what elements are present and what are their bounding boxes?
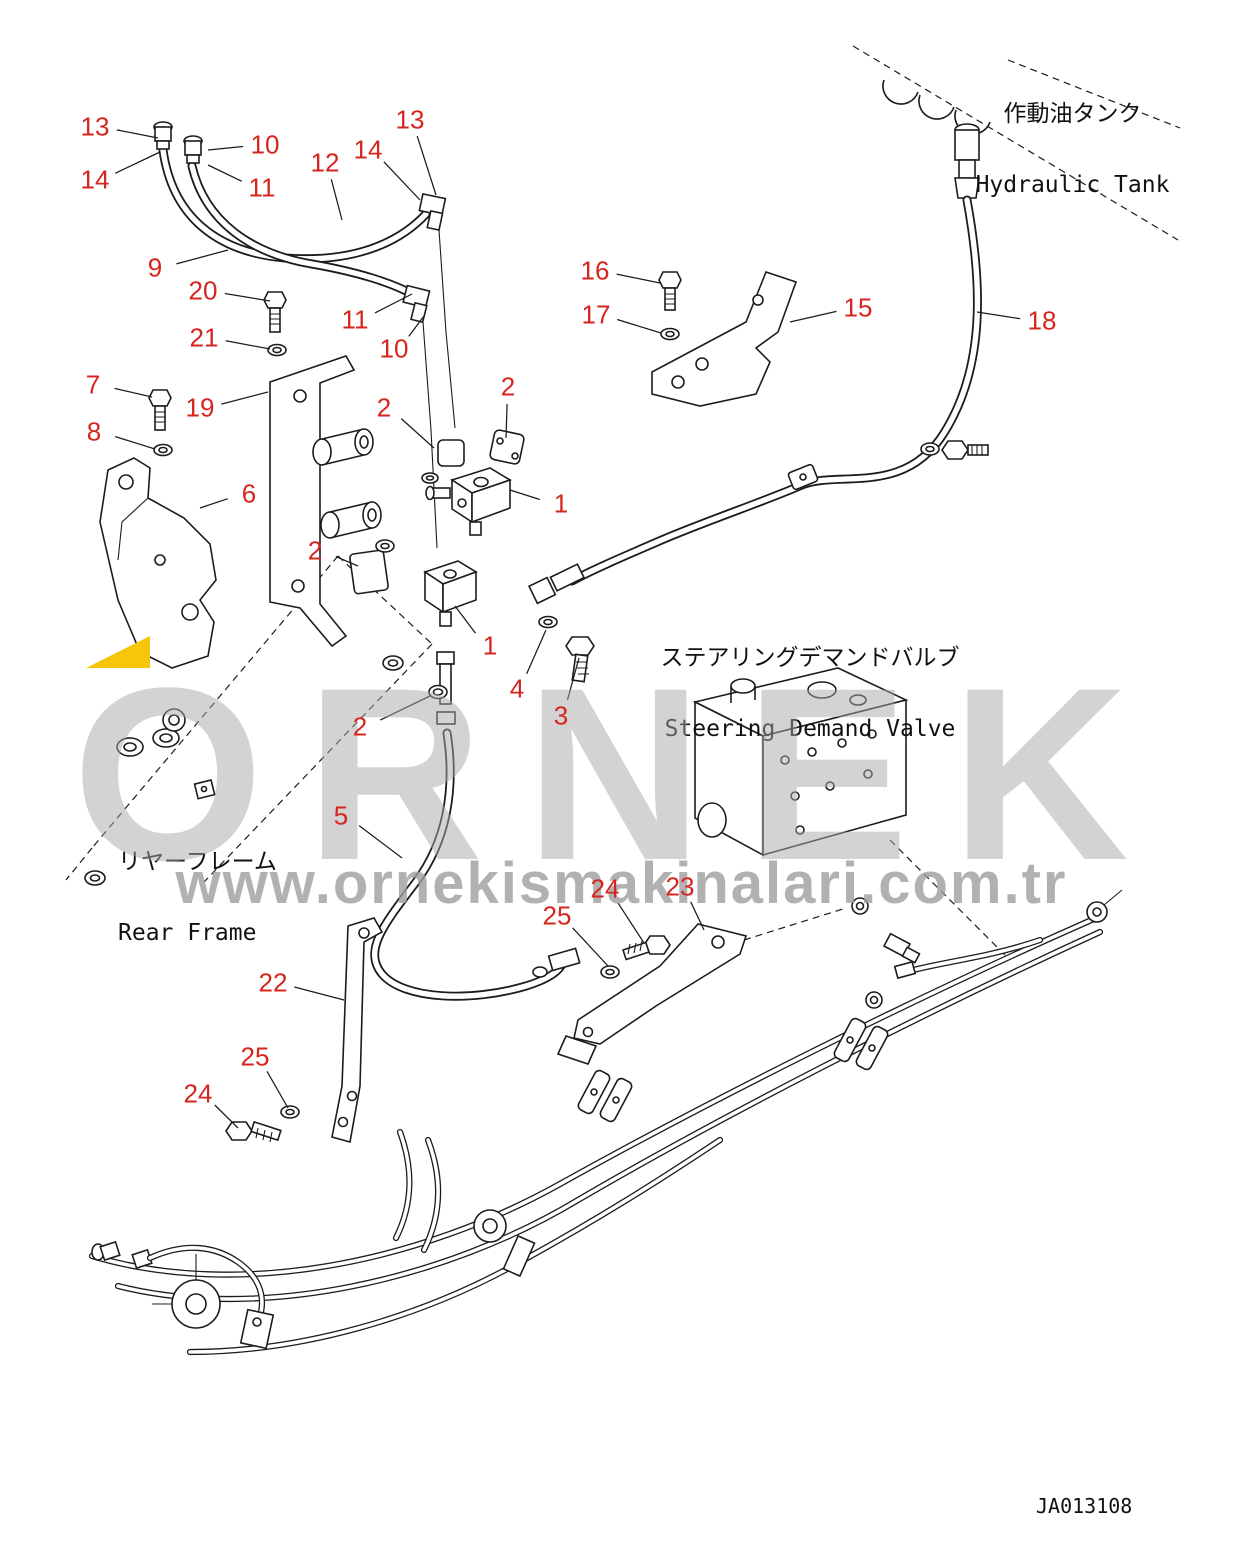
callout-25: 25 bbox=[240, 1041, 270, 1072]
gasket-2-middle bbox=[349, 539, 395, 595]
callout-2: 2 bbox=[500, 371, 516, 402]
washer-4 bbox=[538, 615, 558, 629]
steering-demand-valve-block bbox=[692, 667, 1006, 964]
callout-2: 2 bbox=[307, 535, 323, 566]
callout-5: 5 bbox=[333, 800, 349, 831]
clamp-bolt-washer bbox=[920, 440, 989, 460]
callout-21: 21 bbox=[189, 322, 219, 353]
hose-12 bbox=[187, 161, 417, 299]
washer-25-upper bbox=[600, 965, 620, 979]
callout-12: 12 bbox=[310, 147, 340, 178]
callout-14: 14 bbox=[80, 164, 110, 195]
callout-10: 10 bbox=[250, 129, 280, 160]
callout-25: 25 bbox=[542, 900, 572, 931]
callout-19: 19 bbox=[185, 392, 215, 423]
callout-1: 1 bbox=[482, 630, 498, 661]
drawing-number: JA013108 bbox=[1036, 1494, 1133, 1518]
callout-10: 10 bbox=[379, 333, 409, 364]
washer-21 bbox=[267, 343, 287, 357]
callout-9: 9 bbox=[147, 252, 163, 283]
callout-8: 8 bbox=[86, 416, 102, 447]
callout-11: 11 bbox=[248, 172, 276, 203]
washer-17 bbox=[660, 327, 680, 341]
callout-4: 4 bbox=[509, 673, 525, 704]
bolt-3 bbox=[565, 636, 595, 683]
hydraulic-tank-label: 作動油タンク Hydraulic Tank bbox=[955, 58, 1190, 243]
callout-17: 17 bbox=[581, 299, 611, 330]
hose-9 bbox=[158, 145, 431, 264]
rear-frame-label-en: Rear Frame bbox=[118, 920, 257, 947]
callout-18: 18 bbox=[1027, 305, 1057, 336]
gasket-2-upper-right bbox=[489, 429, 525, 465]
bottom-left-assembly bbox=[91, 1240, 275, 1350]
callout-3: 3 bbox=[553, 700, 569, 731]
gasket-2-lower bbox=[428, 684, 448, 700]
callout-7: 7 bbox=[85, 369, 101, 400]
callout-13: 13 bbox=[395, 104, 425, 135]
callout-2: 2 bbox=[352, 711, 368, 742]
washer-8 bbox=[153, 443, 173, 457]
callout-1: 1 bbox=[553, 488, 569, 519]
bracket-23 bbox=[556, 923, 748, 1065]
washer-25-lower bbox=[280, 1105, 300, 1119]
callout-6: 6 bbox=[241, 478, 257, 509]
rear-frame-outline bbox=[65, 555, 433, 886]
hydraulic-tank-label-en: Hydraulic Tank bbox=[975, 172, 1170, 199]
bottom-piping bbox=[88, 889, 1123, 1356]
callout-23: 23 bbox=[665, 871, 695, 902]
callout-16: 16 bbox=[580, 255, 610, 286]
bracket-22 bbox=[331, 917, 384, 1144]
connector-block-lower bbox=[423, 560, 478, 705]
hose-fittings-top bbox=[153, 121, 456, 549]
steering-valve-label: ステアリングデマンドバルブ Steering Demand Valve bbox=[655, 602, 965, 787]
ornek-logo-swoosh bbox=[86, 636, 150, 668]
callout-20: 20 bbox=[188, 275, 218, 306]
hydraulic-tank-outline bbox=[852, 45, 1181, 241]
rear-frame-label: リヤーフレーム Rear Frame bbox=[118, 806, 308, 991]
callout-2: 2 bbox=[376, 392, 392, 423]
bracket-19 bbox=[269, 355, 382, 648]
pipe-clamps bbox=[577, 1017, 889, 1123]
hose-5 bbox=[370, 711, 581, 1001]
bolt-16 bbox=[658, 271, 682, 311]
callout-leader-lines bbox=[114, 129, 1021, 1129]
callout-24: 24 bbox=[183, 1078, 213, 1109]
bolt-20 bbox=[263, 291, 287, 333]
bracket-15 bbox=[651, 271, 798, 407]
callout-15: 15 bbox=[843, 292, 873, 323]
bolt-7 bbox=[148, 389, 172, 431]
callout-24: 24 bbox=[590, 873, 620, 904]
callout-11: 11 bbox=[341, 304, 369, 335]
steering-valve-label-jp: ステアリングデマンドバルブ bbox=[660, 644, 960, 671]
callout-22: 22 bbox=[258, 967, 288, 998]
gasket-2-upper-left bbox=[421, 439, 465, 484]
hydraulic-tank-label-jp: 作動油タンク bbox=[1003, 100, 1142, 127]
bracket-6 bbox=[99, 457, 217, 669]
connector-block-upper bbox=[425, 467, 512, 536]
callout-13: 13 bbox=[80, 111, 110, 142]
hose-18 bbox=[527, 195, 982, 605]
bolt-24-lower bbox=[225, 1120, 282, 1143]
steering-valve-label-en: Steering Demand Valve bbox=[664, 716, 956, 743]
bolt-24-upper bbox=[622, 935, 671, 961]
rear-frame-label-jp: リヤーフレーム bbox=[118, 848, 277, 875]
callout-14: 14 bbox=[353, 134, 383, 165]
